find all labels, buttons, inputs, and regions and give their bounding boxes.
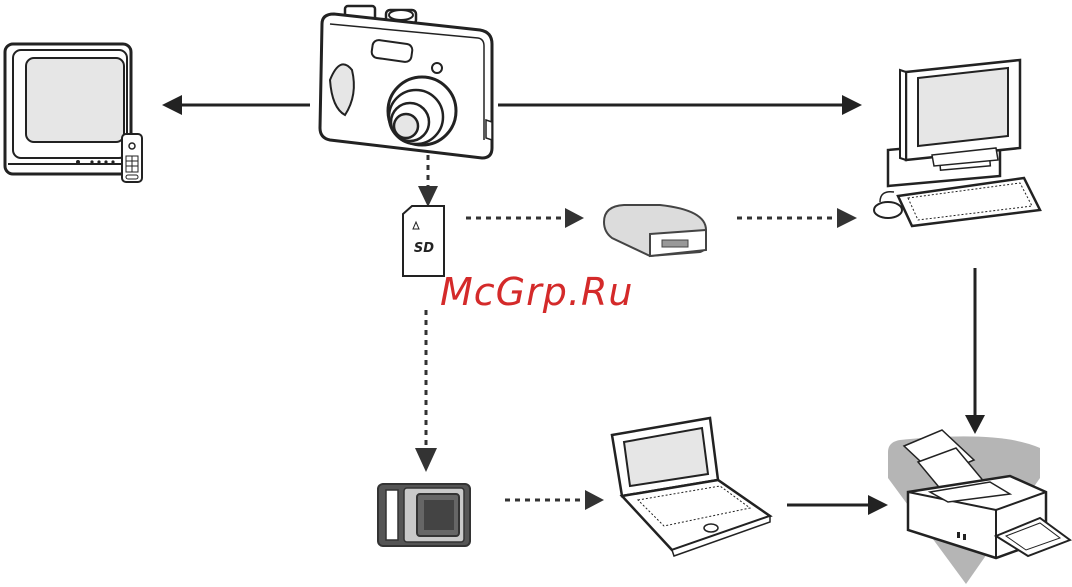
edge-camera-computer <box>498 95 862 115</box>
desktop-computer-icon <box>874 60 1040 226</box>
sd-card-icon: SD <box>403 206 444 276</box>
photo-kiosk-icon <box>378 484 470 546</box>
edge-reader-computer <box>737 208 857 228</box>
edge-sdcard-reader <box>466 208 584 228</box>
edge-camera-sdcard <box>418 155 438 207</box>
laptop-icon <box>612 418 770 556</box>
edge-laptop-printer <box>787 495 888 515</box>
television-icon <box>5 44 142 182</box>
edge-computer-printer <box>965 268 985 434</box>
edge-camera-tv <box>162 95 310 115</box>
watermark-text: McGrp.Ru <box>440 270 633 314</box>
sd-card-label: SD <box>414 241 434 256</box>
digital-camera-icon <box>320 6 492 158</box>
printer-icon <box>888 430 1070 584</box>
card-reader-icon <box>604 205 706 256</box>
edge-kiosk-laptop <box>505 490 604 510</box>
edge-sdcard-kiosk <box>415 310 437 472</box>
